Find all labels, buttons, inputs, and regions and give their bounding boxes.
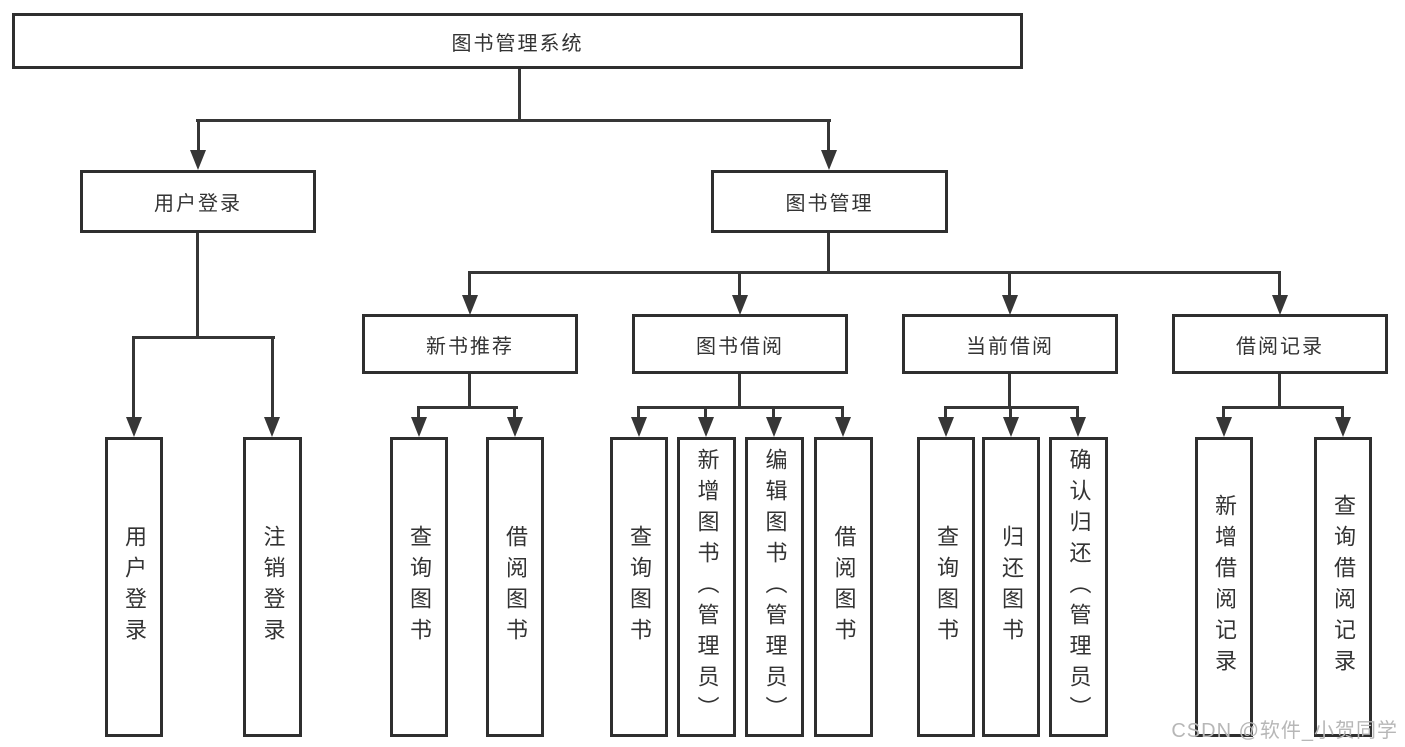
leaf-edit-book-admin: 编辑图书（管理员） xyxy=(745,437,804,737)
leaf-query-book-current: 查询图书 xyxy=(917,437,975,737)
node-new-book-recommend: 新书推荐 xyxy=(362,314,578,374)
arrowhead-to-return-book-icon xyxy=(1003,417,1019,437)
edge-to-return-book-line xyxy=(1009,406,1012,420)
arrowhead-to-new-book-icon xyxy=(462,295,478,315)
edge-to-borrow-book-2-line xyxy=(841,406,844,420)
leaf-borrow-book-borrowing: 借阅图书 xyxy=(814,437,873,737)
edge-book-management-branch-line xyxy=(468,271,1281,274)
node-current-borrowing: 当前借阅 xyxy=(902,314,1118,374)
edge-to-edit-book-line xyxy=(772,406,775,420)
edge-to-leaf-logout-line xyxy=(271,336,274,419)
node-borrowing-records: 借阅记录 xyxy=(1172,314,1388,374)
edge-book-borrow-branch-line xyxy=(637,406,843,409)
leaf-logout: 注销登录 xyxy=(243,437,302,737)
arrowhead-to-book-borrow-icon xyxy=(732,295,748,315)
leaf-user-login: 用户登录 xyxy=(105,437,163,737)
edge-to-borrow-record-line xyxy=(1278,271,1281,297)
arrowhead-to-query-book-3-icon xyxy=(938,417,954,437)
arrowhead-to-confirm-return-icon xyxy=(1070,417,1086,437)
arrowhead-to-leaf-logout-icon xyxy=(264,417,280,437)
arrowhead-to-edit-book-icon xyxy=(766,417,782,437)
node-book-borrowing: 图书借阅 xyxy=(632,314,848,374)
edge-to-query-book-1-line xyxy=(417,406,420,420)
arrowhead-to-add-record-icon xyxy=(1216,417,1232,437)
edge-to-query-book-2-line xyxy=(637,406,640,420)
edge-to-add-book-line xyxy=(704,406,707,420)
edge-user-login-stem-line xyxy=(196,233,199,338)
arrowhead-to-add-book-icon xyxy=(698,417,714,437)
edge-to-new-book-line xyxy=(468,271,471,297)
node-user-login: 用户登录 xyxy=(80,170,316,233)
leaf-query-borrow-record: 查询借阅记录 xyxy=(1314,437,1372,737)
edge-root-branch-line xyxy=(196,119,831,122)
node-library-management-system: 图书管理系统 xyxy=(12,13,1023,69)
edge-borrow-record-branch-line xyxy=(1222,406,1344,409)
arrowhead-to-borrow-book-2-icon xyxy=(835,417,851,437)
leaf-add-borrow-record: 新增借阅记录 xyxy=(1195,437,1253,737)
leaf-add-book-admin: 新增图书（管理员） xyxy=(677,437,736,737)
leaf-query-book-recommend: 查询图书 xyxy=(390,437,448,737)
edge-to-query-record-line xyxy=(1341,406,1344,420)
leaf-query-book-borrowing: 查询图书 xyxy=(610,437,668,737)
leaf-confirm-return-admin: 确认归还（管理员） xyxy=(1049,437,1108,737)
edge-to-current-borrow-line xyxy=(1008,271,1011,297)
leaf-return-book: 归还图书 xyxy=(982,437,1040,737)
edge-borrow-record-stem-line xyxy=(1278,374,1281,408)
edge-to-book-management-line xyxy=(827,119,830,152)
edge-user-login-branch-line xyxy=(132,336,275,339)
edge-new-book-stem-line xyxy=(468,374,471,408)
edge-to-borrow-book-1-line xyxy=(513,406,516,420)
edge-book-management-stem-line xyxy=(827,233,830,273)
arrowhead-to-leaf-user-login-icon xyxy=(126,417,142,437)
arrowhead-to-borrow-record-icon xyxy=(1272,295,1288,315)
arrowhead-to-book-management-icon xyxy=(821,150,837,170)
edge-book-borrow-stem-line xyxy=(738,374,741,408)
leaf-borrow-book-recommend: 借阅图书 xyxy=(486,437,544,737)
edge-to-confirm-return-line xyxy=(1076,406,1079,420)
node-book-management: 图书管理 xyxy=(711,170,948,233)
edge-to-leaf-user-login-line xyxy=(132,336,135,419)
arrowhead-to-user-login-icon xyxy=(190,150,206,170)
edge-root-stem-line xyxy=(518,69,521,122)
edge-to-user-login-line xyxy=(197,119,200,152)
edge-current-borrow-stem-line xyxy=(1008,374,1011,408)
edge-to-book-borrow-line xyxy=(738,271,741,297)
edge-new-book-branch-line xyxy=(417,406,518,409)
arrowhead-to-current-borrow-icon xyxy=(1002,295,1018,315)
edge-to-query-book-3-line xyxy=(944,406,947,420)
edge-to-add-record-line xyxy=(1222,406,1225,420)
arrowhead-to-query-record-icon xyxy=(1335,417,1351,437)
arrowhead-to-query-book-2-icon xyxy=(631,417,647,437)
arrowhead-to-borrow-book-1-icon xyxy=(507,417,523,437)
arrowhead-to-query-book-1-icon xyxy=(411,417,427,437)
watermark: CSDN @软件_小贺同学 xyxy=(1171,720,1398,742)
